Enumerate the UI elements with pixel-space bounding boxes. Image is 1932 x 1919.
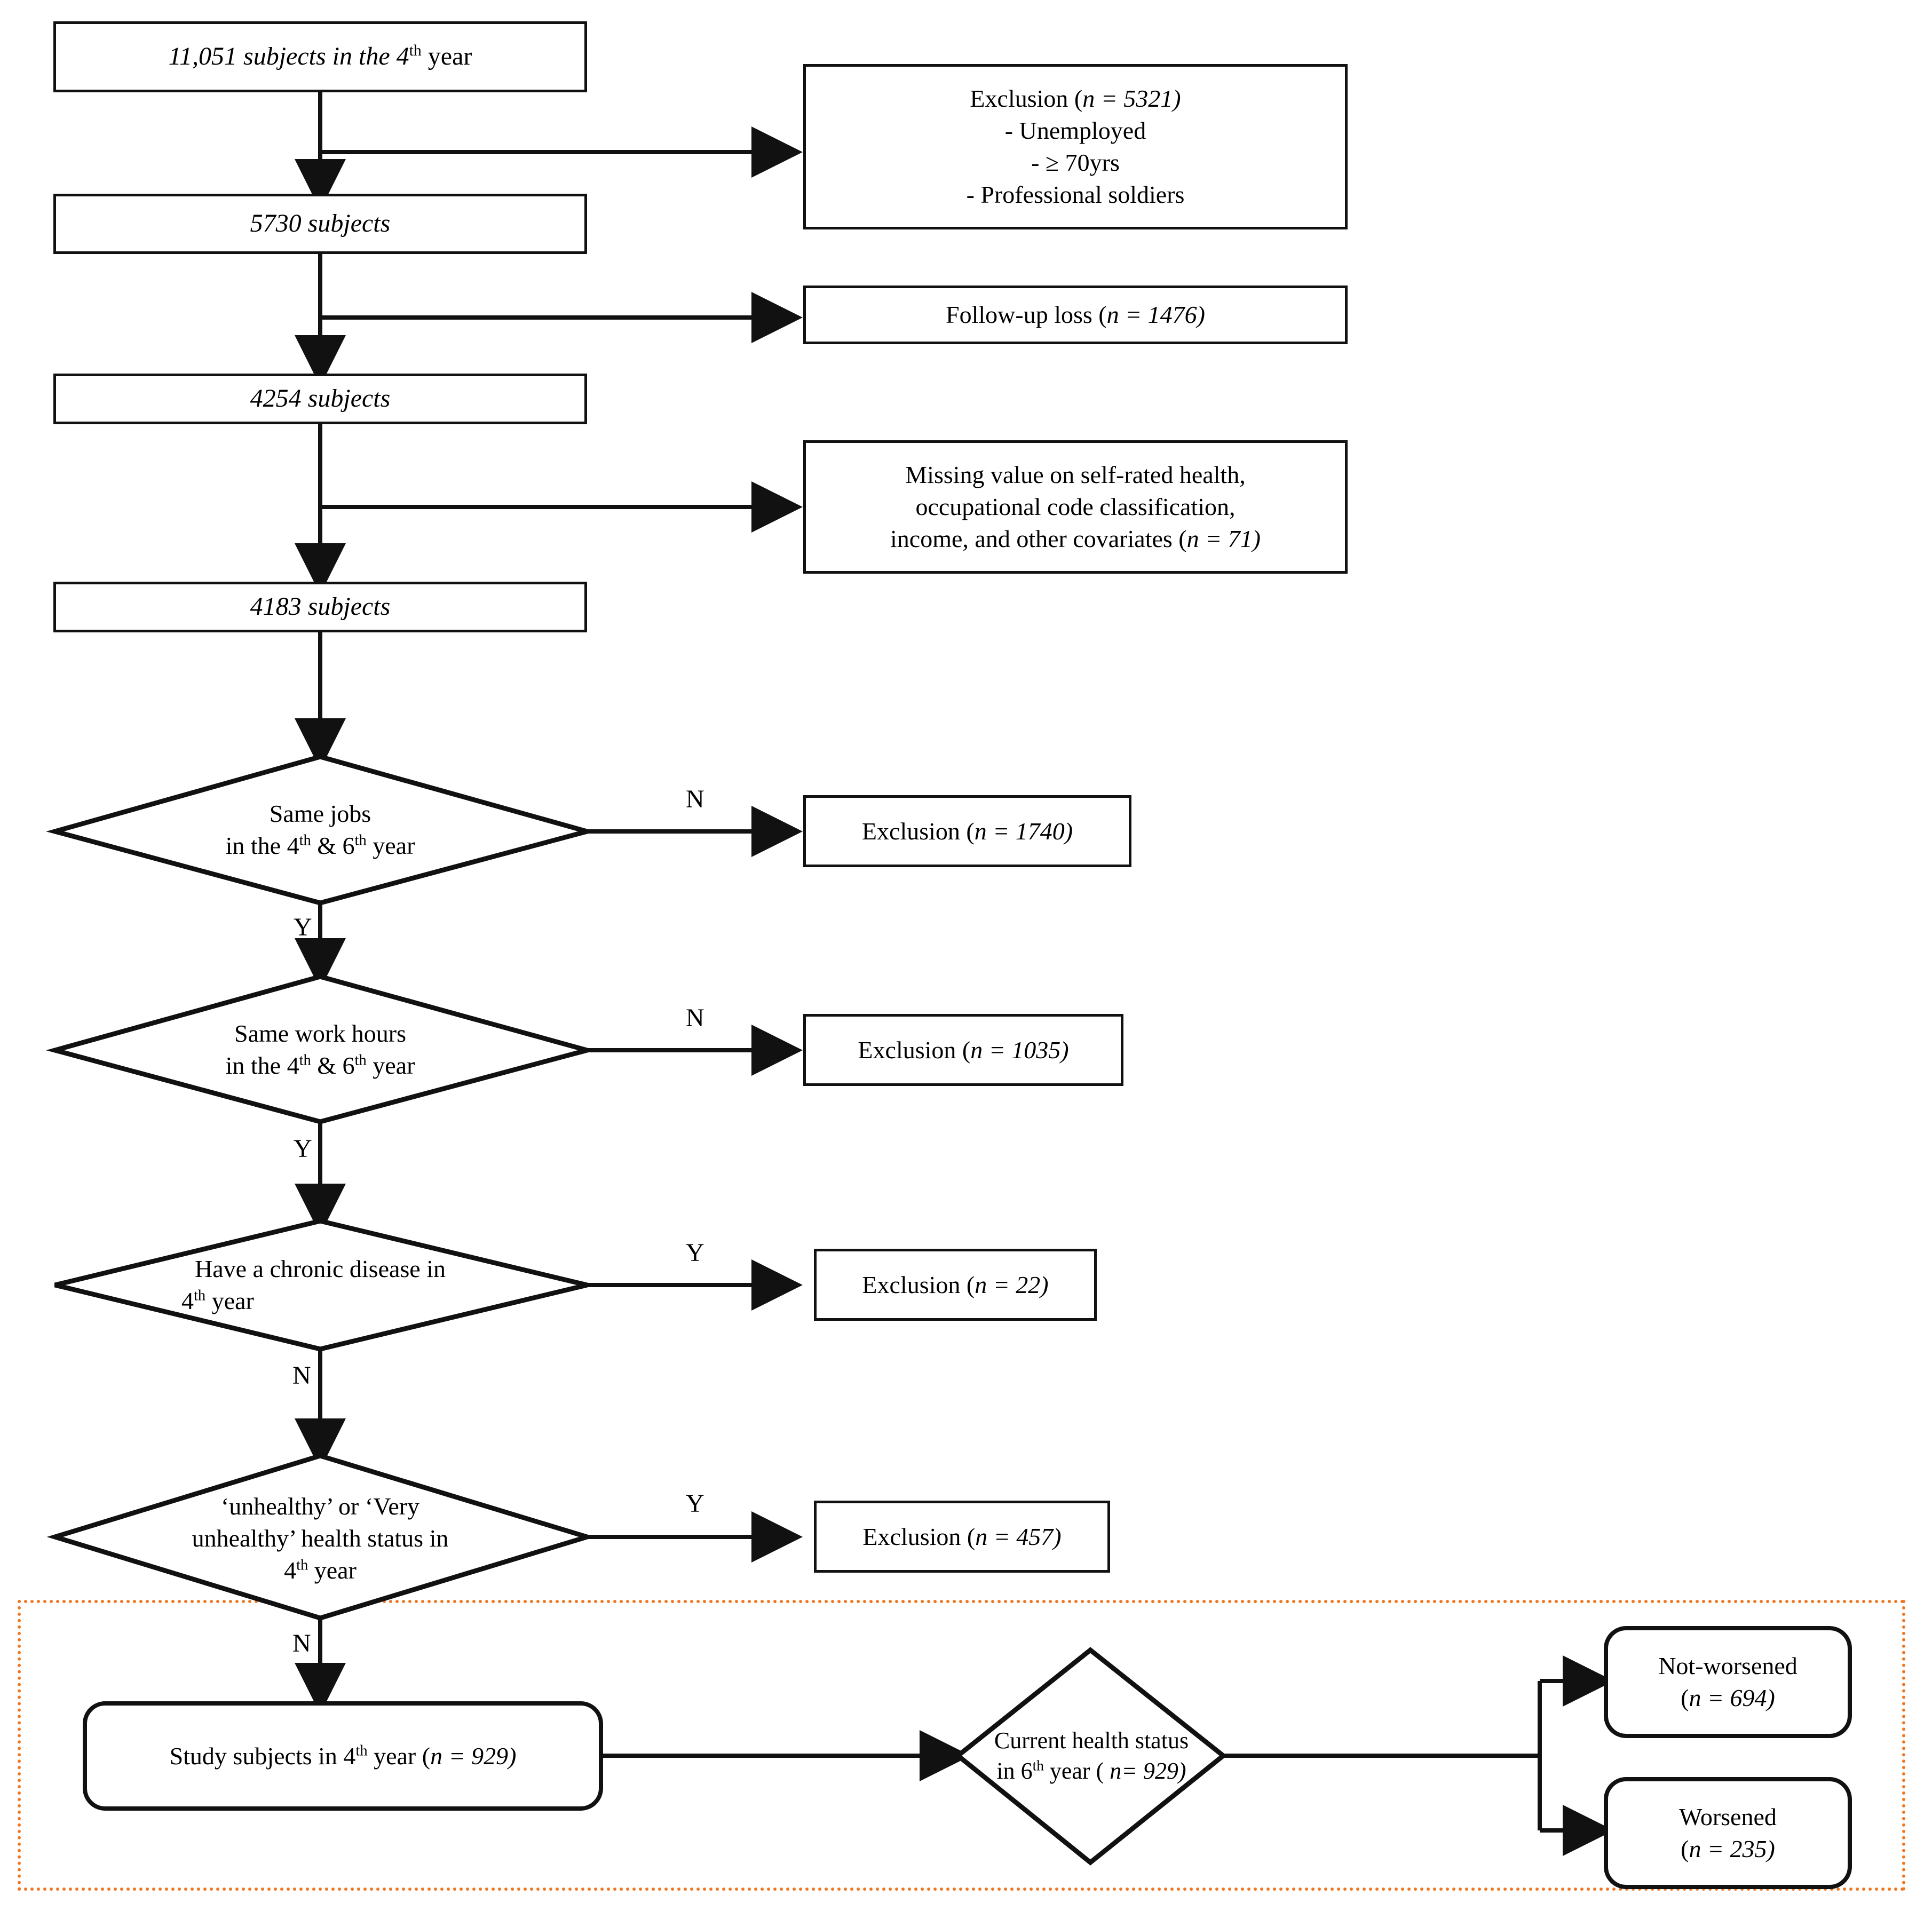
decision-chronic-shape <box>54 1218 588 1352</box>
outcome-not-worsened-count: (n = 694) <box>1681 1684 1775 1711</box>
exclusion-chronic-label: Exclusion (n = 22) <box>862 1271 1049 1298</box>
missing-value-line-1: Missing value on self-rated health, <box>905 461 1246 489</box>
outcome-not-worsened[interactable]: Not-worsened (n = 694) <box>1604 1626 1852 1738</box>
outcome-worsened-count: (n = 235) <box>1681 1835 1775 1862</box>
node-4183[interactable]: 4183 subjects <box>53 582 587 632</box>
node-study-subjects-label: Study subjects in 4th year (n = 929) <box>169 1742 517 1770</box>
branch-label-chronic-no: N <box>292 1361 311 1390</box>
missing-value-line-3: income, and other covariates (n = 71) <box>890 525 1261 552</box>
branch-label-chronic-yes: Y <box>686 1239 704 1267</box>
branch-label-same-jobs-yes: Y <box>294 913 312 941</box>
outcome-not-worsened-label: Not-worsened <box>1658 1652 1798 1680</box>
exclusion-same-hours-label: Exclusion (n = 1035) <box>858 1036 1069 1064</box>
node-4183-label: 4183 subjects <box>250 592 391 621</box>
box-followup-loss[interactable]: Follow-up loss (n = 1476) <box>803 286 1348 344</box>
node-5730-label: 5730 subjects <box>250 209 391 238</box>
followup-loss-label: Follow-up loss (n = 1476) <box>946 301 1205 329</box>
node-5730[interactable]: 5730 subjects <box>53 194 587 254</box>
branch-label-same-hours-no: N <box>686 1004 704 1032</box>
box-exclusion-same-hours[interactable]: Exclusion (n = 1035) <box>803 1014 1123 1086</box>
branch-label-unhealthy-yes: Y <box>686 1489 704 1518</box>
exclusion-same-jobs-label: Exclusion (n = 1740) <box>861 817 1073 845</box>
box-exclusion-unhealthy[interactable]: Exclusion (n = 457) <box>814 1501 1110 1573</box>
node-start-11051[interactable]: 11,051 subjects in the 4th year <box>53 21 587 92</box>
decision-same-jobs-shape <box>46 754 597 906</box>
branch-label-same-jobs-no: N <box>686 785 704 813</box>
missing-value-line-2: occupational code classification, <box>915 493 1236 521</box>
decision-same-hours-shape <box>45 974 597 1124</box>
outcome-worsened-label: Worsened <box>1679 1803 1777 1831</box>
decision-current-status-shape <box>954 1647 1228 1866</box>
box-exclusion-same-jobs[interactable]: Exclusion (n = 1740) <box>803 795 1131 867</box>
box-exclusion-chronic[interactable]: Exclusion (n = 22) <box>814 1249 1097 1321</box>
exclusion-unhealthy-label: Exclusion (n = 457) <box>862 1522 1062 1550</box>
box-missing-value[interactable]: Missing value on self-rated health, occu… <box>803 440 1348 574</box>
node-4254[interactable]: 4254 subjects <box>53 374 587 424</box>
decision-unhealthy-shape <box>46 1453 596 1621</box>
study-cohort-region <box>18 1600 1905 1891</box>
node-start-label: 11,051 subjects in the 4th year <box>168 42 472 71</box>
node-4254-label: 4254 subjects <box>250 384 391 413</box>
branch-label-unhealthy-no: N <box>292 1629 311 1658</box>
exclusion-baseline-heading: Exclusion (n = 5321) <box>970 85 1181 113</box>
exclusion-baseline-line-2: - ≥ 70yrs <box>1031 149 1120 176</box>
node-study-subjects[interactable]: Study subjects in 4th year (n = 929) <box>83 1701 603 1811</box>
exclusion-baseline-line-3: - Professional soldiers <box>966 180 1185 208</box>
branch-label-same-hours-yes: Y <box>294 1135 312 1163</box>
outcome-worsened[interactable]: Worsened (n = 235) <box>1604 1777 1852 1889</box>
exclusion-baseline-line-1: - Unemployed <box>1004 117 1146 145</box>
box-exclusion-baseline[interactable]: Exclusion (n = 5321) - Unemployed - ≥ 70… <box>803 64 1348 229</box>
